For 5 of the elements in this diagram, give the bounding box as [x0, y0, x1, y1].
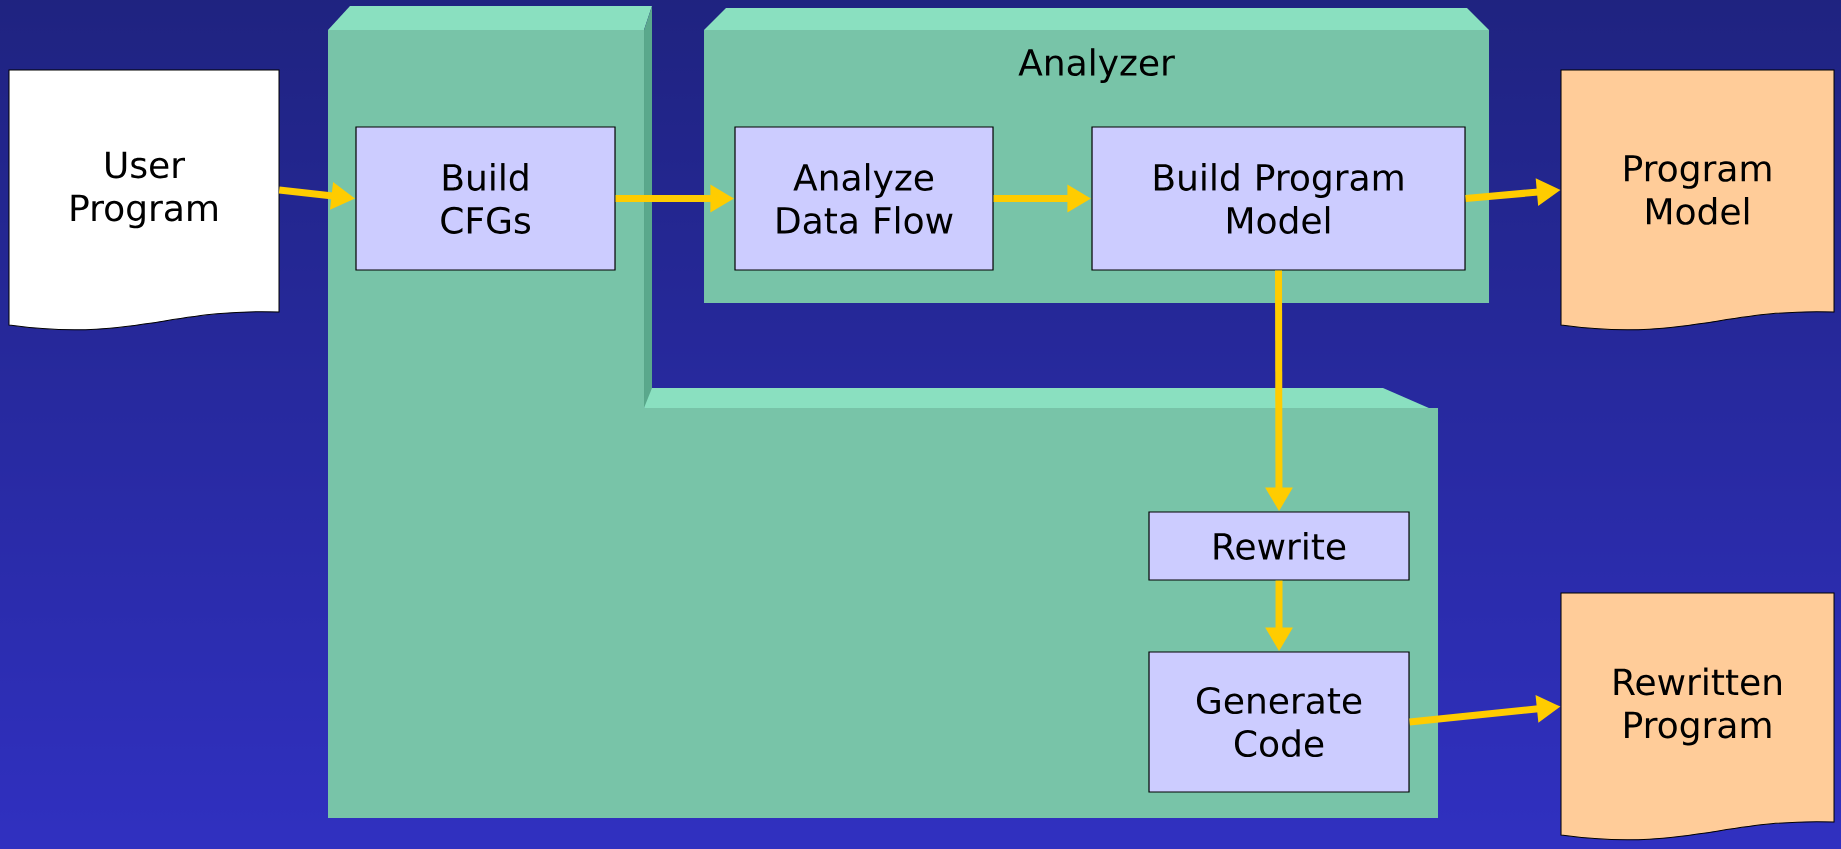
process-box: Rewrite	[1148, 511, 1410, 581]
process-box: Build Program Model	[1091, 126, 1466, 271]
process-box: Generate Code	[1148, 651, 1410, 793]
process-box: Analyze Data Flow	[734, 126, 994, 271]
process-box: Build CFGs	[355, 126, 616, 271]
